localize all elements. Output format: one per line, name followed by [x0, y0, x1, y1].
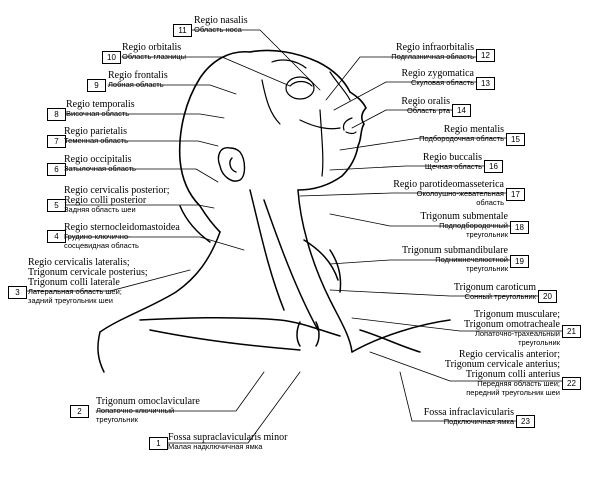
label-14-russian: Область рта: [406, 106, 450, 115]
label-19-russian: треугольник: [466, 264, 508, 273]
label-13-latin: Regio zygomatica: [401, 68, 474, 79]
label-14-latin: Regio oralis: [401, 96, 450, 107]
label-3-latin: Trigonum cervicale posterius;: [28, 267, 148, 278]
label-5-latin: Regio cervicalis posterior;: [64, 185, 170, 196]
label-21-russian: Лопаточно-трахеальный: [474, 329, 560, 338]
label-19-russian: Поднижнечелюстной: [435, 255, 508, 264]
label-11-latin: Regio nasalis: [194, 15, 248, 26]
leader-lines: [25, 29, 563, 444]
label-19-number: 19: [510, 255, 529, 268]
label-21-latin: Trigonum musculare;: [473, 309, 560, 320]
label-22-latin: Regio cervicalis anterior;: [458, 349, 560, 360]
label-21-number: 21: [562, 325, 581, 338]
neck-shoulders: [97, 189, 451, 373]
label-3-russian: Латеральная область шеи;: [28, 287, 122, 296]
label-18-number: 18: [510, 221, 529, 234]
label-16-number: 16: [484, 160, 503, 173]
label-15-latin: Regio mentalis: [443, 124, 504, 135]
label-15-russian: Подбородочная область: [419, 134, 504, 143]
label-2-latin: Trigonum omoclaviculare: [96, 396, 200, 407]
label-14-number: 14: [452, 104, 471, 117]
label-9-number: 9: [87, 79, 106, 92]
label-23-latin: Fossa infraclavicularis: [423, 407, 514, 418]
label-17-latin: Regio parotideomasseterica: [393, 179, 504, 190]
label-10-russian: Область глазницы: [122, 52, 187, 61]
label-22-latin: Trigonum cervicale anterius;: [444, 359, 560, 370]
label-17-russian: область: [476, 198, 504, 207]
label-4-russian: сосцевидная область: [64, 241, 139, 250]
head-outline: [178, 49, 367, 233]
label-22-number: 22: [562, 377, 581, 390]
label-4-russian: Грудино-ключично-: [64, 232, 131, 241]
label-21-russian: треугольник: [518, 338, 560, 347]
ear: [217, 147, 246, 182]
label-20-number: 20: [538, 290, 557, 303]
label-3-latin: Regio cervicalis lateralis;: [28, 257, 130, 268]
label-8-russian: Височная область: [66, 109, 130, 118]
label-1-latin: Fossa supraclavicularis minor: [168, 432, 288, 443]
label-22-russian: передний треугольник шеи: [466, 388, 560, 397]
label-5-russian: Задняя область шеи: [64, 205, 136, 214]
label-11-russian: Область носа: [194, 25, 242, 34]
label-6-russian: Затылочная область: [64, 164, 136, 173]
label-8-latin: Regio temporalis: [66, 99, 135, 110]
label-11-number: 11: [173, 24, 192, 37]
label-23-number: 23: [516, 415, 535, 428]
label-8-number: 8: [47, 108, 66, 121]
label-5-latin: Regio colli posterior: [64, 195, 147, 206]
label-13-number: 13: [476, 77, 495, 90]
label-20-latin: Trigonum caroticum: [453, 282, 536, 293]
label-2-russian: Лопаточно-ключичный: [96, 406, 175, 415]
label-5-number: 5: [47, 199, 66, 212]
label-17-number: 17: [506, 188, 525, 201]
label-22-russian: Передняя область шеи;: [477, 379, 560, 388]
label-4-latin: Regio sternocleidomastoidea: [64, 222, 180, 233]
label-10-latin: Regio orbitalis: [122, 42, 182, 53]
face-features: [261, 59, 357, 177]
label-6-latin: Regio occipitalis: [64, 154, 132, 165]
label-3-latin: Trigonum colli laterale: [28, 277, 120, 288]
label-16-latin: Regio buccalis: [422, 152, 482, 163]
label-18-russian: Подподбородочный: [439, 221, 508, 230]
label-20-russian: Сонный треугольник: [464, 292, 536, 301]
label-2-number: 2: [70, 405, 89, 418]
label-16-russian: Щечная область: [424, 162, 482, 171]
label-4-number: 4: [47, 230, 66, 243]
label-18-latin: Trigonum submentale: [420, 211, 508, 222]
label-18-russian: треугольник: [466, 230, 508, 239]
label-1-number: 1: [149, 437, 168, 450]
label-15-number: 15: [506, 133, 525, 146]
label-22-latin: Trigonum colli anterius: [465, 369, 560, 380]
label-12-russian: Подглазничная область: [391, 52, 474, 61]
label-9-latin: Regio frontalis: [108, 70, 168, 81]
label-19-latin: Trigonum submandibulare: [401, 245, 508, 256]
label-7-russian: Теменная область: [64, 136, 129, 145]
label-10-number: 10: [102, 51, 121, 64]
label-12-number: 12: [476, 49, 495, 62]
label-6-number: 6: [47, 163, 66, 176]
label-23-russian: Подключичная ямка: [443, 417, 514, 426]
label-7-number: 7: [47, 135, 66, 148]
label-7-latin: Regio parietalis: [64, 126, 128, 137]
label-21-latin: Trigonum omotracheale: [463, 319, 560, 330]
label-12-latin: Regio infraorbitalis: [395, 42, 474, 53]
label-2-russian: треугольник: [96, 415, 138, 424]
label-1-russian: Малая надключичная ямка: [168, 442, 263, 451]
label-3-russian: задний треугольник шеи: [28, 296, 113, 305]
label-3-number: 3: [8, 286, 27, 299]
label-13-russian: Скуловая область: [411, 78, 474, 87]
label-9-russian: Лобная область: [108, 80, 164, 89]
label-17-russian: Околоушно-жевательная: [416, 189, 504, 198]
